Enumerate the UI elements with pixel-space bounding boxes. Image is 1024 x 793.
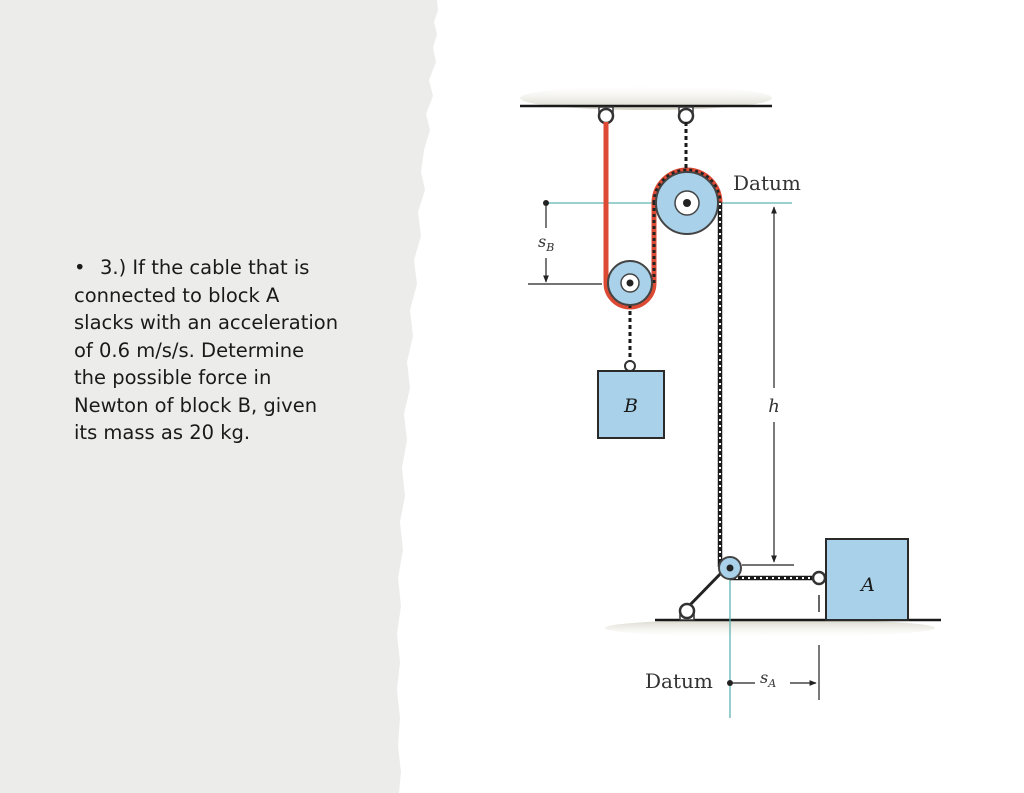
problem-line-3: slacks with an acceleration: [74, 311, 339, 334]
sb-label: sB: [538, 232, 554, 254]
block-a: A: [811, 538, 909, 621]
movable-pulley: [607, 260, 653, 306]
sa-symbol: s: [760, 668, 768, 687]
block-b-label: B: [623, 395, 638, 417]
ground-anchor: [678, 566, 728, 621]
dimension-sb: sB: [528, 200, 602, 285]
sb-subscript: B: [545, 241, 554, 254]
problem-line-5: the possible force in: [74, 366, 272, 389]
problem-line-4: of 0.6 m/s/s. Determine: [74, 338, 305, 362]
ceiling-anchor-left: [597, 106, 615, 125]
dimension-sa: sA: [727, 645, 820, 700]
problem-line-1: 3.) If the cable that is: [100, 256, 310, 279]
datum-top-label: Datum: [733, 171, 801, 195]
cable-system: [603, 122, 812, 581]
h-label: h: [768, 396, 780, 417]
problem-line-2: connected to block A: [74, 283, 280, 307]
ceiling-anchor-right: [677, 106, 695, 125]
block-b: B: [597, 360, 665, 439]
sa-label: sA: [760, 668, 776, 690]
top-pulley: [655, 171, 719, 235]
datum-bottom-label: Datum: [645, 669, 713, 693]
ground: [605, 618, 941, 637]
bullet-marker: •: [74, 256, 86, 279]
sa-subscript: A: [767, 677, 776, 690]
problem-bullet-item: • 3.) If the cable that is connected to …: [74, 254, 374, 447]
dimension-h: h: [742, 206, 794, 566]
block-a-label: A: [859, 574, 875, 596]
problem-statement: • 3.) If the cable that is connected to …: [74, 254, 374, 447]
problem-line-6: Newton of block B, given: [74, 393, 318, 417]
ceiling: [520, 86, 772, 110]
problem-line-7: its mass as 20 kg.: [74, 421, 251, 444]
bottom-pulley: [718, 556, 742, 580]
sb-symbol: s: [538, 232, 546, 251]
